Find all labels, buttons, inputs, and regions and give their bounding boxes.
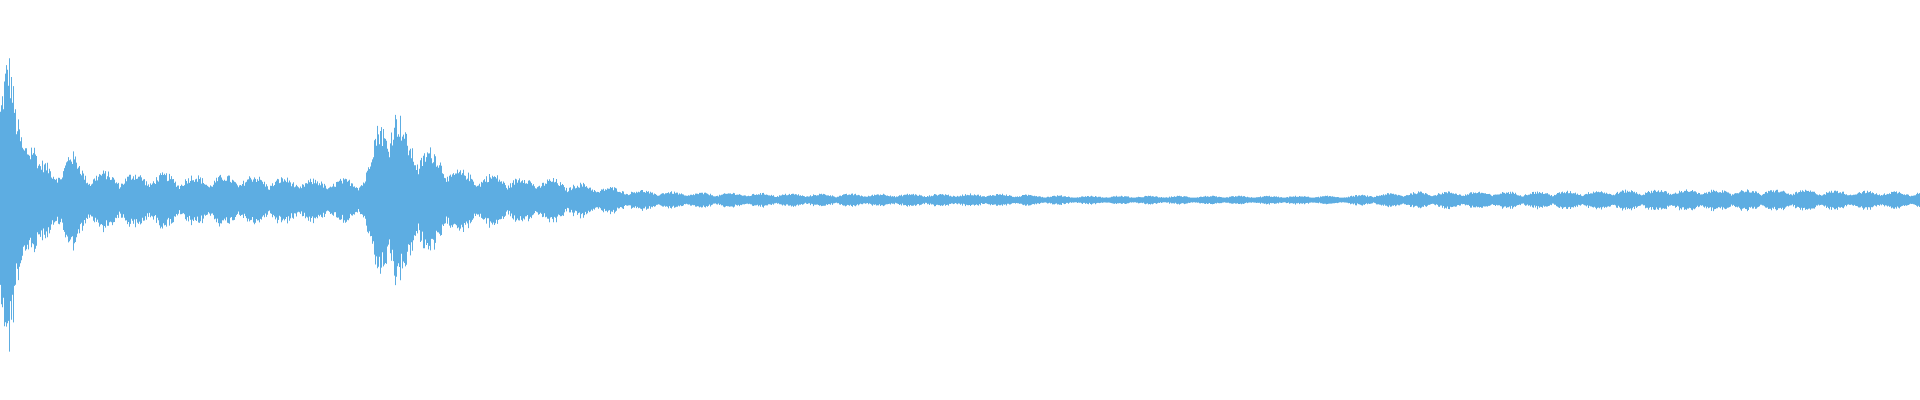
- waveform-bars: [0, 58, 1920, 352]
